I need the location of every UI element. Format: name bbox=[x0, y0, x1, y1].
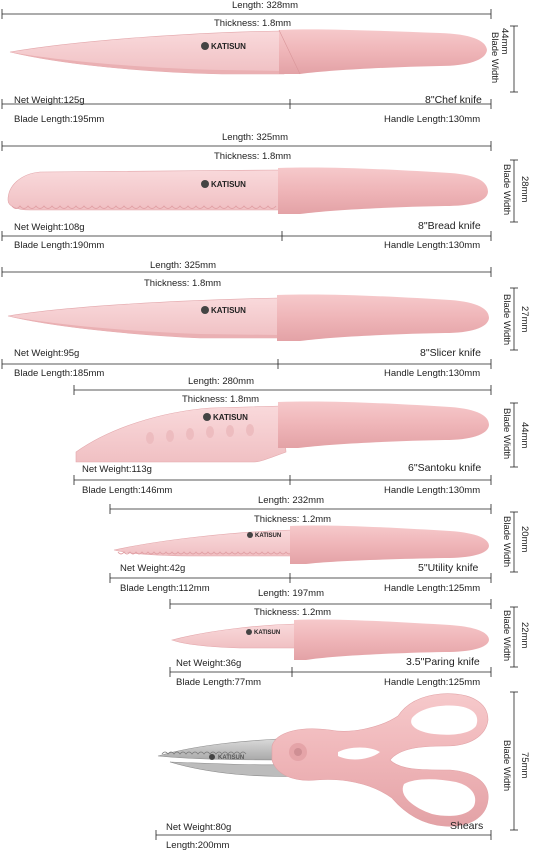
slicer-knife-illustration bbox=[7, 294, 489, 341]
santoku-blade-width-label: Blade Width bbox=[501, 408, 512, 460]
chef-knife-illustration bbox=[9, 29, 487, 75]
santoku-thickness-label: Thickness: 1.8mm bbox=[182, 394, 260, 405]
utility-handle-length-label: Handle Length:125mm bbox=[384, 583, 481, 594]
utility-weight-label: Net Weight:42g bbox=[120, 563, 186, 574]
brand-label: KATISUN bbox=[211, 180, 246, 189]
santoku-length-label: Length: 280mm bbox=[188, 376, 255, 387]
slicer-length-label: Length: 325mm bbox=[150, 260, 217, 271]
bread-weight-label: Net Weight:108g bbox=[14, 222, 85, 233]
santoku-knife-illustration bbox=[75, 401, 489, 463]
chef-weight-label: Net Weight:125g bbox=[14, 95, 85, 106]
paring-knife-name: 3.5"Paring knife bbox=[406, 656, 480, 668]
santoku-knife-name: 6"Santoku knife bbox=[408, 462, 482, 474]
utility-blade-length-label: Blade Length:112mm bbox=[120, 583, 210, 594]
brand-emblems bbox=[201, 42, 253, 760]
brand-label: KATISUN bbox=[211, 306, 246, 315]
slicer-blade-length-label: Blade Length:185mm bbox=[14, 368, 105, 379]
utility-length-label: Length: 232mm bbox=[258, 495, 325, 506]
paring-blade-width-value: 22mm bbox=[519, 622, 530, 649]
chef-knife-name: 8"Chef knife bbox=[425, 94, 482, 106]
chef-blade-width-value: 44mm bbox=[499, 28, 510, 55]
utility-knife-illustration bbox=[113, 525, 489, 564]
bread-length-label: Length: 325mm bbox=[222, 132, 289, 143]
slicer-weight-label: Net Weight:95g bbox=[14, 348, 80, 359]
shears-illustration bbox=[157, 693, 489, 827]
bread-blade-length-label: Blade Length:190mm bbox=[14, 240, 105, 251]
slicer-knife-name: 8"Slicer knife bbox=[420, 347, 481, 359]
chef-thickness-label: Thickness: 1.8mm bbox=[214, 18, 292, 29]
paring-handle-length-label: Handle Length:125mm bbox=[384, 677, 481, 688]
utility-thickness-label: Thickness: 1.2mm bbox=[254, 514, 332, 525]
paring-blade-width-label: Blade Width bbox=[501, 610, 512, 662]
slicer-thickness-label: Thickness: 1.8mm bbox=[144, 278, 222, 289]
bread-knife-illustration bbox=[7, 167, 488, 214]
santoku-blade-length-label: Blade Length:146mm bbox=[82, 485, 173, 496]
paring-thickness-label: Thickness: 1.2mm bbox=[254, 607, 332, 618]
slicer-blade-width-value: 27mm bbox=[519, 306, 530, 333]
brand-label: KATISUN bbox=[254, 630, 281, 636]
chef-length-label: Length: 328mm bbox=[232, 0, 299, 11]
brand-label: KATISUN bbox=[255, 533, 282, 539]
slicer-blade-width-label: Blade Width bbox=[501, 294, 512, 346]
paring-blade-length-label: Blade Length:77mm bbox=[176, 677, 262, 688]
utility-knife-name: 5"Utility knife bbox=[418, 562, 479, 574]
bread-blade-width-value: 28mm bbox=[519, 176, 530, 203]
paring-weight-label: Net Weight:36g bbox=[176, 658, 242, 669]
shears-name: Shears bbox=[450, 820, 484, 832]
bread-knife-name: 8"Bread knife bbox=[418, 220, 481, 232]
paring-length-label: Length: 197mm bbox=[258, 588, 325, 599]
shears-blade-width-value: 75mm bbox=[519, 752, 530, 779]
utility-blade-width-value: 20mm bbox=[519, 526, 530, 553]
shears-weight-label: Net Weight:80g bbox=[166, 822, 232, 833]
brand-label: KATISUN bbox=[211, 42, 246, 51]
brand-label: KATISUN bbox=[218, 755, 245, 761]
brand-label: KATISUN bbox=[213, 413, 248, 422]
santoku-weight-label: Net Weight:113g bbox=[82, 464, 152, 475]
shears-blade-width-label: Blade Width bbox=[501, 740, 512, 792]
bread-thickness-label: Thickness: 1.8mm bbox=[214, 151, 292, 162]
chef-blade-length-label: Blade Length:195mm bbox=[14, 114, 105, 125]
santoku-blade-width-value: 44mm bbox=[519, 422, 530, 449]
chef-blade-width-label: Blade Width bbox=[489, 32, 500, 84]
dimension-lines bbox=[1, 9, 518, 840]
chef-handle-length-label: Handle Length:130mm bbox=[384, 114, 481, 125]
bread-handle-length-label: Handle Length:130mm bbox=[384, 240, 481, 251]
utility-blade-width-label: Blade Width bbox=[501, 516, 512, 568]
shears-length-label: Length:200mm bbox=[166, 840, 230, 851]
santoku-handle-length-label: Handle Length:130mm bbox=[384, 485, 481, 496]
bread-blade-width-label: Blade Width bbox=[501, 164, 512, 216]
paring-knife-illustration bbox=[170, 619, 489, 660]
slicer-handle-length-label: Handle Length:130mm bbox=[384, 368, 481, 379]
